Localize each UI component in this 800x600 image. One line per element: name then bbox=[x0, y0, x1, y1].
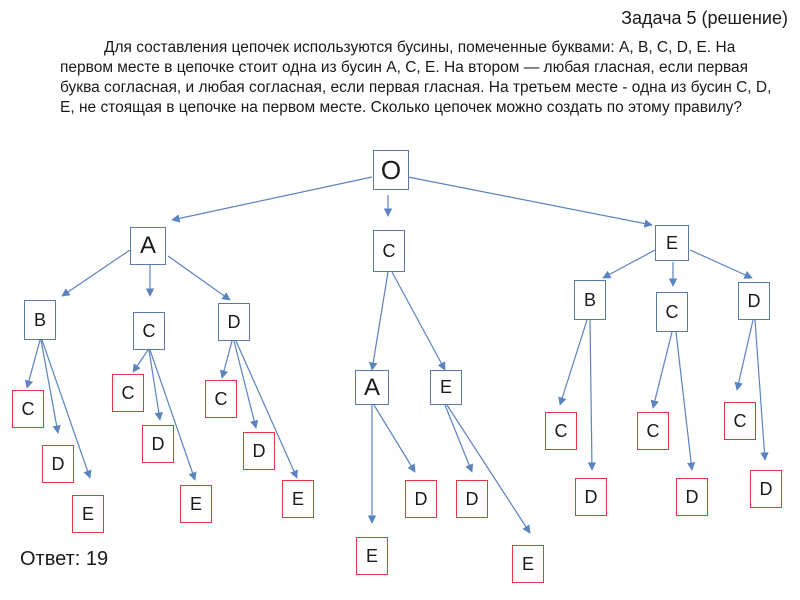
tree-leaf-ac-d: D bbox=[142, 425, 174, 463]
problem-statement: Для составления цепочек используются бус… bbox=[60, 39, 772, 116]
tree-leaf-ab-c: C bbox=[12, 390, 44, 428]
tree-leaf-ce-e: E bbox=[512, 545, 544, 583]
tree-node-l2-a-d: D bbox=[218, 303, 250, 341]
tree-node-l2-a-b: B bbox=[24, 300, 56, 340]
tree-leaf-ca-d: D bbox=[405, 480, 437, 518]
tree-leaf-ac-c: C bbox=[112, 374, 144, 412]
tree-leaf-ad-d: D bbox=[243, 432, 275, 470]
tree-leaf-ed-d: D bbox=[750, 470, 782, 508]
tree-leaf-ac-e: E bbox=[180, 485, 212, 523]
tree-node-l1-c: C bbox=[373, 230, 405, 272]
tree-node-l2-a-c: C bbox=[133, 312, 165, 350]
tree-leaf-eb-d: D bbox=[575, 478, 607, 516]
tree-node-l2-e-b: B bbox=[574, 280, 606, 320]
tree-leaf-ca-e: E bbox=[356, 537, 388, 575]
tree-node-l2-c-e: E bbox=[430, 370, 462, 405]
tree-node-l2-c-a: A bbox=[355, 370, 389, 405]
slide-title: Задача 5 (решение) bbox=[621, 8, 788, 28]
tree-leaf-ad-e: E bbox=[282, 480, 314, 518]
tree-leaf-ab-e: E bbox=[72, 495, 104, 533]
tree-leaf-ab-d: D bbox=[42, 445, 74, 483]
tree-node-l2-e-d: D bbox=[738, 282, 770, 320]
tree-node-l1-e: E bbox=[655, 225, 689, 261]
tree-leaf-ec-c: C bbox=[637, 412, 669, 450]
tree-leaf-ad-c: C bbox=[205, 380, 237, 418]
tree-leaf-eb-c: C bbox=[545, 412, 577, 450]
answer-text: Ответ: 19 bbox=[20, 548, 109, 570]
tree-leaf-ed-c: C bbox=[724, 402, 756, 440]
tree-node-l1-a: A bbox=[130, 227, 166, 265]
tree-leaf-ce-d: D bbox=[456, 480, 488, 518]
tree-leaf-ec-d: D bbox=[676, 478, 708, 516]
tree-node-root: O bbox=[373, 150, 409, 190]
tree-node-l2-e-c: C bbox=[656, 292, 688, 332]
